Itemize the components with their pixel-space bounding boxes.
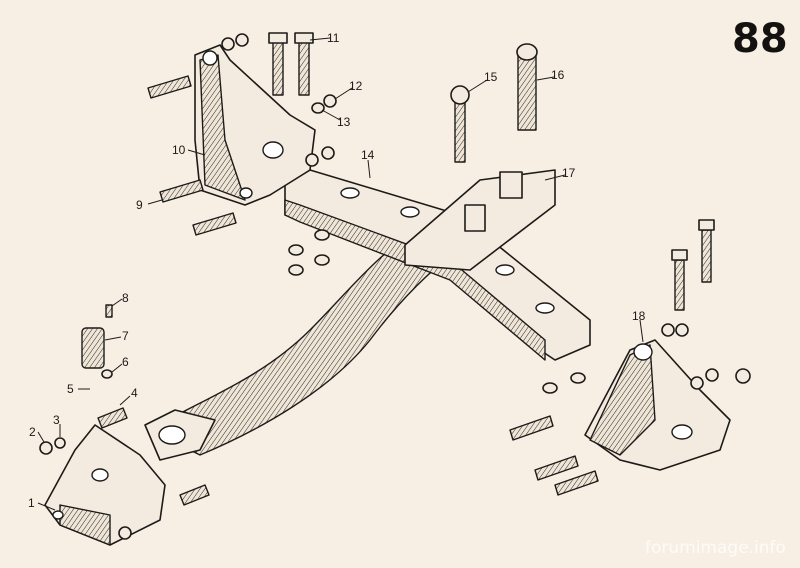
bracket-10 (194, 44, 316, 206)
callout-7: 7 (122, 329, 129, 343)
callout-15: 15 (484, 70, 498, 84)
callout-9: 9 (136, 198, 143, 212)
callout-2: 2 (29, 425, 36, 439)
leader-lines (37, 37, 644, 511)
callout-11: 11 (327, 31, 340, 45)
callouts: 1 2 3 4 5 6 7 8 9 10 11 12 13 14 15 16 1… (28, 31, 646, 510)
nuts-washers (39, 33, 751, 540)
callout-16: 16 (551, 68, 565, 82)
callout-5: 5 (67, 382, 74, 396)
callout-10: 10 (172, 143, 186, 157)
bracket-1 (44, 424, 166, 546)
callout-8: 8 (122, 291, 129, 305)
crossmember-arm (144, 169, 591, 461)
callout-14: 14 (361, 148, 375, 162)
callout-4: 4 (131, 386, 138, 400)
callout-18: 18 (632, 309, 646, 323)
callout-6: 6 (122, 355, 129, 369)
fasteners (81, 32, 715, 506)
watermark: forumimage.info (645, 538, 786, 558)
callout-12: 12 (349, 79, 363, 93)
callout-13: 13 (337, 115, 351, 129)
callout-17: 17 (562, 166, 576, 180)
page-number: 88 (732, 16, 788, 62)
bracket-18 (584, 339, 731, 471)
callout-3: 3 (53, 413, 60, 427)
callout-1: 1 (28, 496, 35, 510)
